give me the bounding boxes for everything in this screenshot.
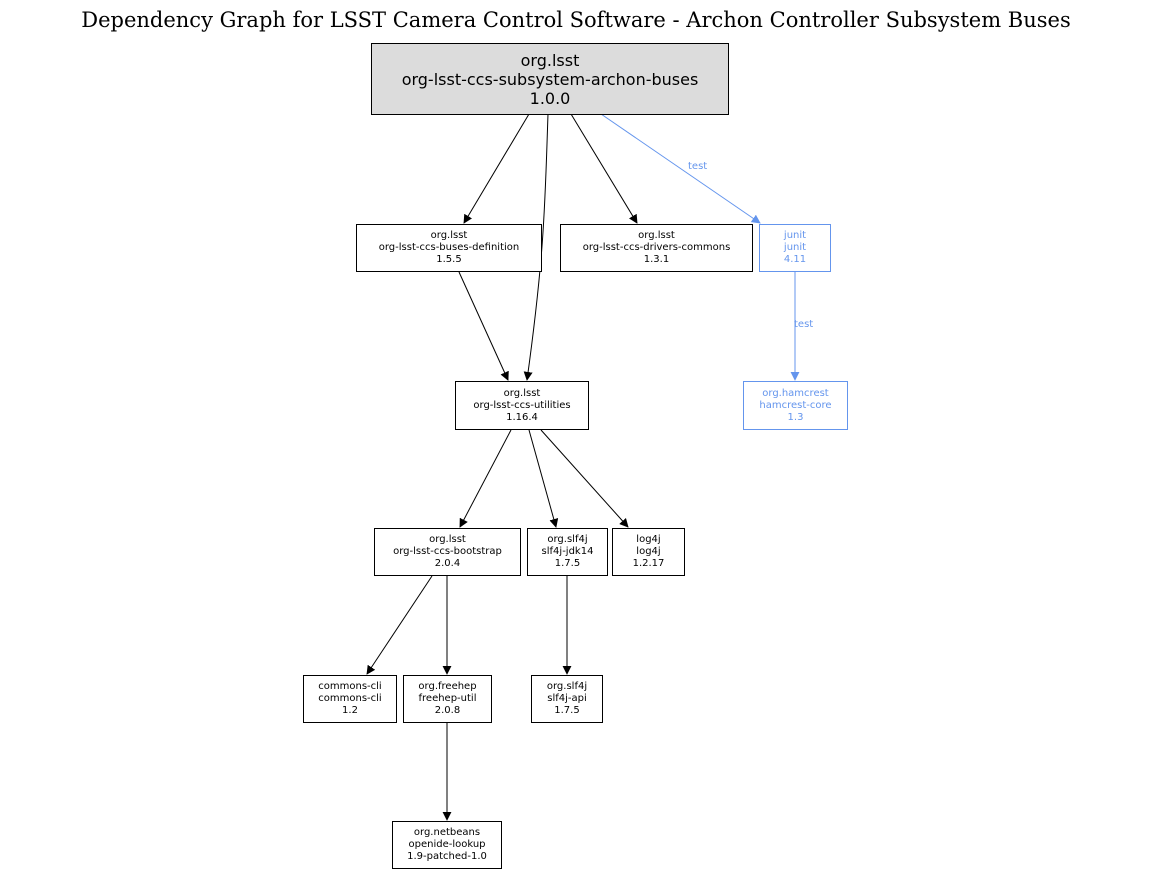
node-group: org.netbeans xyxy=(413,827,481,838)
node-log4j[interactable]: log4j log4j 1.2.17 xyxy=(612,528,685,576)
node-artifact: slf4j-jdk14 xyxy=(541,546,594,557)
node-artifact: org-lsst-ccs-bootstrap xyxy=(393,546,502,557)
edge-utilities-bootstrap xyxy=(459,429,512,528)
node-version: 1.16.4 xyxy=(506,411,538,423)
edge-root-utilities xyxy=(523,113,549,381)
node-group: junit xyxy=(783,230,807,241)
node-version: 1.5.5 xyxy=(436,254,462,265)
node-group: org.lsst xyxy=(429,534,466,545)
node-drivers-commons[interactable]: org.lsst org-lsst-ccs-drivers-commons 1.… xyxy=(560,224,753,272)
node-slf4j-jdk14[interactable]: org.slf4j slf4j-jdk14 1.7.5 xyxy=(527,528,608,576)
node-group: org.lsst xyxy=(503,387,541,399)
node-group: log4j xyxy=(636,534,661,545)
node-junit[interactable]: junit junit 4.11 xyxy=(759,224,831,272)
node-commons-cli[interactable]: commons-cli commons-cli 1.2 xyxy=(303,675,397,723)
edge-label-root-junit: test xyxy=(688,161,708,172)
node-version: 2.0.8 xyxy=(434,705,461,716)
edge-root-drivers-commons xyxy=(570,113,638,224)
node-artifact: hamcrest-core xyxy=(759,399,832,411)
graph-title: Dependency Graph for LSST Camera Control… xyxy=(81,8,1071,32)
edge-buses-definition-utilities xyxy=(458,271,509,381)
node-artifact: freehep-util xyxy=(418,693,477,704)
edge-label-junit-hamcrest: test xyxy=(794,319,814,330)
node-buses-definition[interactable]: org.lsst org-lsst-ccs-buses-definition 1… xyxy=(356,224,542,272)
node-artifact: org-lsst-ccs-utilities xyxy=(473,399,571,411)
node-openide-lookup[interactable]: org.netbeans openide-lookup 1.9-patched-… xyxy=(392,821,502,869)
node-group: org.slf4j xyxy=(546,681,588,692)
node-artifact: junit xyxy=(783,242,807,253)
node-version: 4.11 xyxy=(783,254,807,265)
node-artifact: slf4j-api xyxy=(547,693,587,704)
node-artifact: openide-lookup xyxy=(408,839,486,850)
edge-utilities-log4j xyxy=(540,429,629,528)
node-root[interactable]: org.lsst org-lsst-ccs-subsystem-archon-b… xyxy=(371,43,729,115)
node-bootstrap[interactable]: org.lsst org-lsst-ccs-bootstrap 2.0.4 xyxy=(374,528,521,576)
node-freehep-util[interactable]: org.freehep freehep-util 2.0.8 xyxy=(403,675,492,723)
node-version: 1.2.17 xyxy=(632,558,665,569)
node-version: 1.2 xyxy=(342,705,358,716)
node-group: org.hamcrest xyxy=(762,387,829,399)
node-group: org.slf4j xyxy=(547,534,588,545)
edge-root-junit xyxy=(600,113,761,224)
node-version: 2.0.4 xyxy=(434,558,461,569)
node-group: org.freehep xyxy=(418,681,477,692)
node-slf4j-api[interactable]: org.slf4j slf4j-api 1.7.5 xyxy=(531,675,603,723)
node-version: 1.7.5 xyxy=(554,558,581,569)
node-artifact: log4j xyxy=(636,546,661,557)
node-artifact: org-lsst-ccs-drivers-commons xyxy=(582,242,731,253)
edge-bootstrap-commons-cli xyxy=(366,575,433,675)
node-utilities[interactable]: org.lsst org-lsst-ccs-utilities 1.16.4 xyxy=(455,381,589,430)
node-hamcrest[interactable]: org.hamcrest hamcrest-core 1.3 xyxy=(743,381,848,430)
node-artifact: org-lsst-ccs-buses-definition xyxy=(378,242,520,253)
node-version: 1.3.1 xyxy=(643,254,670,265)
node-group: org.lsst xyxy=(520,50,580,70)
node-group: org.lsst xyxy=(430,230,468,241)
node-version: 1.0.0 xyxy=(529,88,571,108)
node-group: commons-cli xyxy=(318,681,382,692)
node-version: 1.3 xyxy=(787,411,804,423)
edge-utilities-slf4j-jdk14 xyxy=(528,429,559,528)
node-version: 1.9-patched-1.0 xyxy=(407,851,487,862)
node-group: org.lsst xyxy=(638,230,675,241)
node-artifact: org-lsst-ccs-subsystem-archon-buses xyxy=(401,69,699,89)
node-artifact: commons-cli xyxy=(318,693,382,704)
node-version: 1.7.5 xyxy=(554,705,580,716)
edge-root-buses-definition xyxy=(463,113,530,224)
